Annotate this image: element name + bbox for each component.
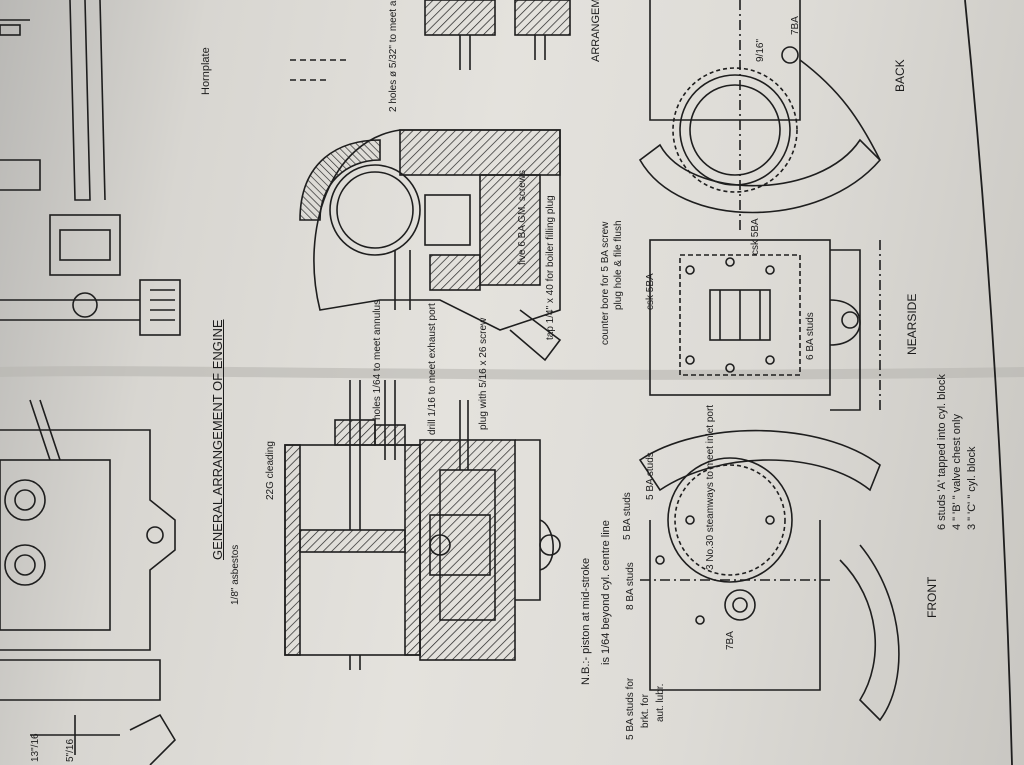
view-label-back: BACK bbox=[893, 59, 907, 92]
dim-nine-sixteenths: 9/16" bbox=[755, 38, 766, 62]
note-studs-for: 5 BA studs for bbox=[625, 677, 636, 740]
note-plug-screw: plug with 5/16 x 26 screw bbox=[478, 317, 489, 430]
note-cleading: 22G cleading bbox=[265, 441, 276, 500]
nearside-view bbox=[649, 239, 881, 411]
sheet-title: GENERAL ARRANGEMENT OF ENGINE bbox=[210, 319, 225, 560]
note-holes-annulus: holes 1/64 to meet annulus bbox=[372, 299, 383, 420]
note-csk-5ba-b: csk 5BA bbox=[750, 218, 761, 255]
note-nb-beyond: is 1/64 beyond cyl. centre line bbox=[600, 520, 612, 665]
dim-five-sixteenths: 5"/16 bbox=[65, 738, 76, 762]
note-gm-screws: five 6 BA GM. screws bbox=[517, 169, 528, 265]
legend-line-b: 4 " 'B' " valve chest only bbox=[951, 414, 963, 530]
note-5ba-studs-a: 5 BA studs bbox=[645, 452, 656, 500]
back-view bbox=[638, 0, 882, 230]
note-csk-5ba-a: csk 5BA bbox=[645, 273, 656, 310]
note-6ba-studs: 6 BA studs bbox=[805, 312, 816, 360]
arrangement-label: ARRANGEM bbox=[590, 0, 602, 62]
note-asbestos: 1/8" asbestos bbox=[230, 544, 241, 605]
note-brkt-for: brkt. for bbox=[640, 694, 651, 728]
note-7ba-a: 7BA bbox=[725, 631, 736, 650]
paper-fold bbox=[0, 366, 1024, 380]
note-drill-exhaust: drill 1/16 to meet exhaust port bbox=[427, 303, 438, 435]
note-tap: tap 1/4" x 40 for boiler filling plug bbox=[545, 195, 556, 340]
note-steamways: 3 No.30 steamways to meet inlet port bbox=[705, 404, 716, 570]
view-label-front: FRONT bbox=[925, 576, 939, 618]
note-two-holes: 2 holes ø 5/32" to meet annulus bbox=[388, 0, 399, 112]
hornplate-label: Hornplate bbox=[200, 47, 212, 95]
view-label-nearside: NEARSIDE bbox=[905, 293, 919, 355]
note-aut-lubr: aut. lubr. bbox=[655, 683, 666, 722]
note-nb-piston: N.B.:- piston at mid-stroke bbox=[580, 557, 592, 685]
note-7ba-b: 7BA bbox=[790, 16, 801, 35]
legend-line-c: 3 " 'C' " cyl. block bbox=[966, 446, 978, 530]
note-5ba-studs-b: 5 BA studs bbox=[622, 492, 633, 540]
general-arrangement-view bbox=[0, 0, 181, 765]
top-section-fragment bbox=[290, 0, 571, 81]
sheet-border bbox=[964, 0, 1013, 765]
note-8ba-studs: 8 BA studs bbox=[625, 562, 636, 610]
note-plug-hole: plug hole & file flush bbox=[613, 220, 624, 310]
legend-line-a: 6 studs 'A' tapped into cyl. block bbox=[936, 374, 948, 530]
dim-thirteen-sixteenths: 13"/16 bbox=[30, 733, 41, 762]
cylinder-section-lower bbox=[284, 380, 561, 670]
cylinder-section-upper bbox=[299, 129, 562, 362]
stud-legend: 6 studs 'A' tapped into cyl. block 4 " '… bbox=[935, 374, 980, 530]
note-counterbore: counter bore for 5 BA screw bbox=[600, 221, 611, 345]
front-view bbox=[638, 429, 900, 722]
